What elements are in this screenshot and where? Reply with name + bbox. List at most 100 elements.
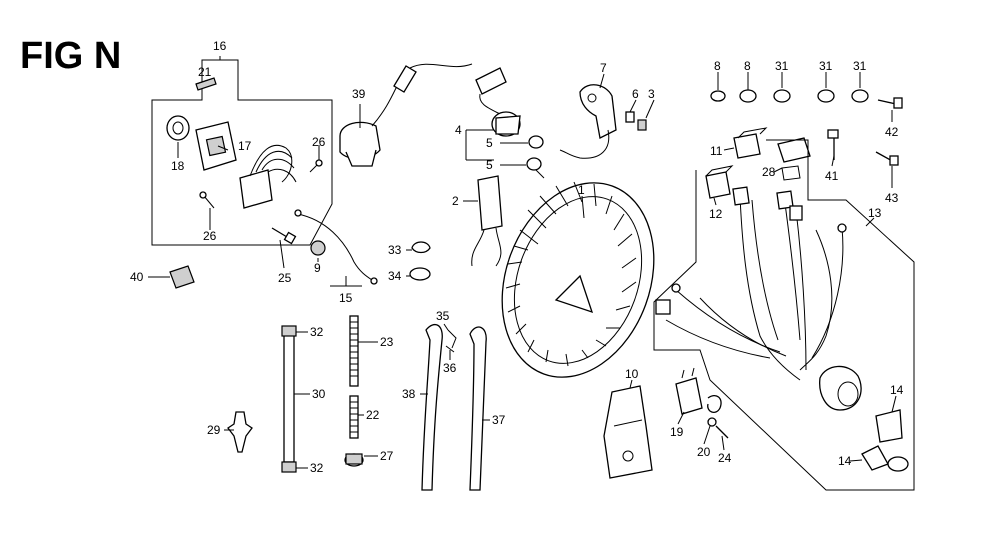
part-32-nut-a — [281, 325, 297, 337]
part-30-shaft — [283, 333, 295, 463]
part-15-wire — [294, 209, 378, 285]
callout-37: 37 — [492, 413, 506, 427]
callout-28: 28 — [762, 165, 776, 179]
part-23-stud — [349, 315, 359, 387]
callout-13: 13 — [868, 206, 882, 220]
part-14-terminal-a — [875, 409, 903, 443]
part-28-cover — [777, 137, 811, 181]
part-17-switch-box — [195, 121, 297, 209]
callout-10: 10 — [625, 367, 639, 381]
part-22-stud — [349, 395, 359, 439]
callout-18: 18 — [171, 159, 185, 173]
part-13-harness — [655, 186, 862, 411]
callout-15: 15 — [339, 291, 353, 305]
part-8-washer-a — [710, 90, 726, 102]
part-42-bolt — [877, 97, 903, 109]
callout-16: 16 — [213, 39, 227, 53]
callout-26b: 26 — [203, 229, 217, 243]
part-9-grommet — [310, 240, 326, 256]
part-37-tube — [469, 326, 487, 491]
part-41-bolt — [827, 129, 839, 160]
callout-41: 41 — [825, 169, 839, 183]
part-27-nut — [344, 453, 364, 467]
callout-34: 34 — [388, 269, 402, 283]
part-29-plug — [227, 411, 253, 453]
part-20-clip — [707, 394, 722, 427]
callout-32b: 32 — [310, 461, 324, 475]
callout-43: 43 — [885, 191, 899, 205]
part-31-washer-c — [851, 89, 869, 103]
part-32-nut-b — [281, 461, 297, 473]
callout-36: 36 — [443, 361, 457, 375]
group-box-13 — [653, 139, 915, 491]
callout-6: 6 — [632, 87, 639, 101]
part-25-bolt — [271, 227, 297, 245]
part-7-bracket — [559, 84, 617, 159]
callout-31c: 31 — [853, 59, 867, 73]
part-3-nut — [637, 119, 647, 131]
part-39-ignition-coil — [339, 63, 473, 167]
callout-38: 38 — [402, 387, 416, 401]
part-31-washer-a — [773, 89, 791, 103]
callout-19: 19 — [670, 425, 684, 439]
callout-9: 9 — [314, 261, 321, 275]
part-35-clip — [447, 329, 457, 349]
callout-33: 33 — [388, 243, 402, 257]
callout-31b: 31 — [819, 59, 833, 73]
callout-22: 22 — [366, 408, 380, 422]
callout-14b: 14 — [838, 454, 852, 468]
part-18-grommet — [166, 115, 190, 141]
part-24-screw — [715, 425, 729, 439]
callout-14a: 14 — [890, 383, 904, 397]
part-43-bolt — [875, 151, 899, 166]
leader-lines — [148, 72, 897, 469]
callout-40: 40 — [130, 270, 144, 284]
callout-30: 30 — [312, 387, 326, 401]
part-36-clip — [445, 345, 455, 353]
part-1-flywheel — [501, 181, 655, 378]
part-14-terminal-b — [861, 445, 909, 472]
part-10-bracket — [603, 385, 653, 479]
callout-labels: 1 2 3 4 5 5 6 7 8 8 9 10 11 12 13 14 14 … — [130, 39, 904, 475]
callout-3: 3 — [648, 87, 655, 101]
part-40-clip — [169, 265, 195, 289]
callout-8b: 8 — [744, 59, 751, 73]
part-11-relay — [733, 127, 768, 159]
callout-42: 42 — [885, 125, 899, 139]
callout-20: 20 — [697, 445, 711, 459]
callout-26a: 26 — [312, 135, 326, 149]
part-19-switch — [675, 367, 703, 415]
callout-7: 7 — [600, 61, 607, 75]
callout-31a: 31 — [775, 59, 789, 73]
callout-29: 29 — [207, 423, 221, 437]
part-21-tag — [195, 77, 217, 91]
part-5-washer-a — [528, 135, 544, 149]
callout-2: 2 — [452, 194, 459, 208]
callout-8a: 8 — [714, 59, 721, 73]
part-5-washer-b — [526, 157, 545, 179]
group-box-16 — [151, 56, 333, 246]
part-26-screw-b — [199, 191, 215, 209]
part-26-screw-a — [309, 159, 323, 173]
callout-23: 23 — [380, 335, 394, 349]
callout-39: 39 — [352, 87, 366, 101]
part-38-tube — [421, 323, 443, 491]
callout-5b: 5 — [486, 158, 493, 172]
callout-32a: 32 — [310, 325, 324, 339]
part-4-condenser — [475, 67, 521, 137]
figure-title: FIG N — [20, 35, 121, 77]
part-12-relay — [705, 165, 734, 199]
callout-27: 27 — [380, 449, 394, 463]
callout-11: 11 — [710, 144, 723, 158]
part-34-ring — [409, 267, 431, 281]
part-31-washer-b — [817, 89, 835, 103]
part-33-clamp — [411, 241, 431, 254]
part-6-screw — [625, 111, 635, 123]
callout-35: 35 — [436, 309, 450, 323]
callout-24: 24 — [718, 451, 732, 465]
callout-17: 17 — [238, 139, 252, 153]
part-8-washer-b — [739, 89, 757, 103]
callout-5a: 5 — [486, 136, 493, 150]
callout-1: 1 — [578, 183, 585, 197]
